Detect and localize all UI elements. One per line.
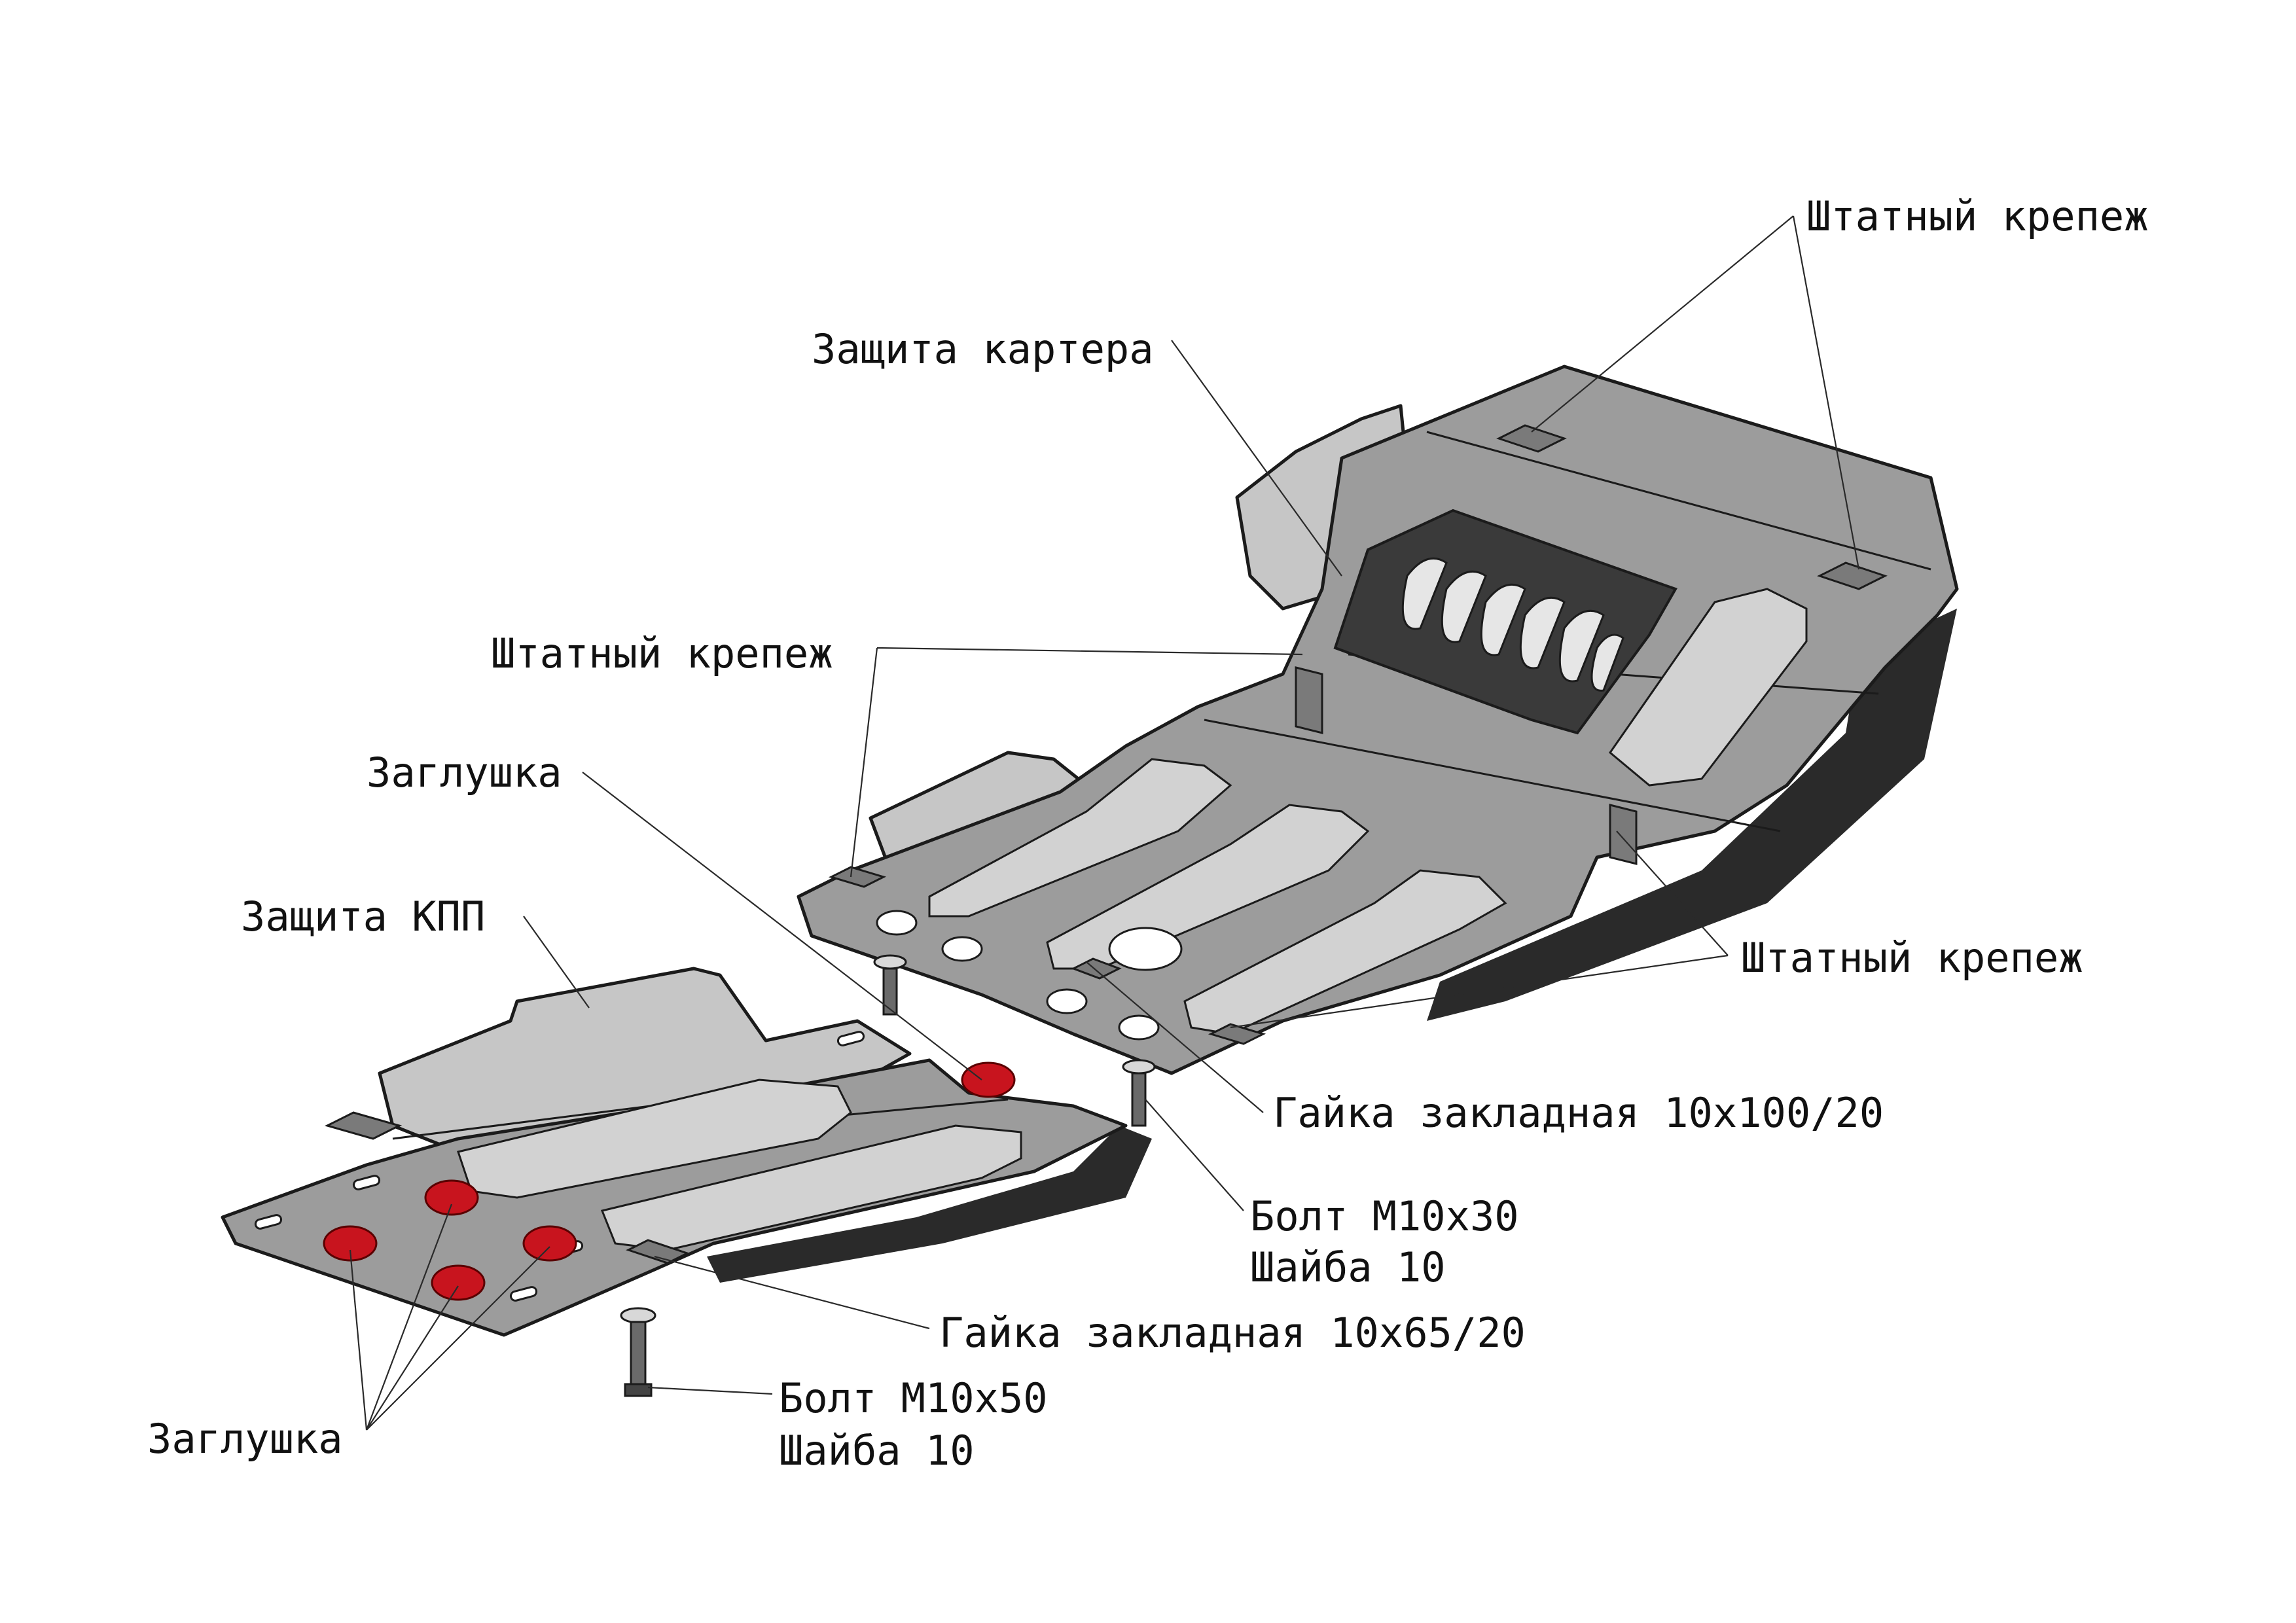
gearbox-guard-bracket xyxy=(626,1239,690,1264)
plug-group xyxy=(323,1061,1016,1301)
leader-kpp xyxy=(523,916,590,1008)
label-shtatny-krepezh-right: Штатный крепеж xyxy=(1741,934,2083,982)
leader-shtatny-right xyxy=(1230,830,1729,1029)
leader-bolt-30 xyxy=(1145,1099,1244,1211)
label-gayka-10x65: Гайка закладная 10х65/20 xyxy=(939,1309,1526,1357)
washer xyxy=(1122,1059,1156,1075)
red-plug xyxy=(961,1061,1016,1098)
mount-bracket xyxy=(828,424,1888,1045)
leader-zaglushka-lower xyxy=(349,1204,550,1431)
crankcase-guard-rib-2 xyxy=(1046,804,1370,970)
fasteners xyxy=(620,954,1156,1397)
leader-shtatny-top xyxy=(1531,215,1860,570)
gearbox-guard-rib-1 xyxy=(457,1079,852,1199)
gearbox-guard-side-shadow xyxy=(707,1126,1152,1283)
crankcase-guard-hole xyxy=(1046,988,1088,1014)
washer xyxy=(620,1307,656,1324)
red-plug xyxy=(431,1264,486,1301)
leader-gayka-100 xyxy=(1086,961,1264,1113)
label-gayka-10x100: Гайка закладная 10х100/20 xyxy=(1273,1089,1884,1137)
label-shayba-10-b: Шайба 10 xyxy=(779,1427,975,1474)
leader-kartera xyxy=(1171,340,1342,577)
label-zashchita-kpp: Защита КПП xyxy=(241,893,486,940)
gearbox-guard xyxy=(221,967,1152,1337)
red-plug xyxy=(424,1179,479,1216)
label-bolt-m10x30: Болт М10х30 xyxy=(1250,1192,1519,1240)
leader-lines xyxy=(349,215,1860,1431)
gearbox-guard-bracket xyxy=(324,1111,403,1140)
crankcase-guard-hole-large xyxy=(1108,927,1183,971)
bolt-m10x30 xyxy=(1131,1072,1147,1127)
label-bolt-m10x50: Болт М10х50 xyxy=(779,1374,1048,1422)
gearbox-guard-rib-2 xyxy=(600,1124,1022,1251)
bolt-m10x30 xyxy=(882,967,898,1016)
crankcase-guard-hole xyxy=(876,910,918,936)
crankcase-guard xyxy=(797,365,1959,1075)
gearbox-guard-slot xyxy=(836,1031,865,1046)
label-shayba-10-a: Шайба 10 xyxy=(1250,1243,1446,1291)
leader-bolt-50 xyxy=(647,1386,773,1395)
vent-slots xyxy=(1401,557,1624,692)
red-plug xyxy=(522,1225,577,1262)
leader-shtatny-mid xyxy=(850,647,1303,878)
crankcase-guard-main-plate xyxy=(797,365,1959,1075)
gearbox-guard-slot xyxy=(509,1286,538,1302)
crankcase-guard-hole xyxy=(941,936,983,962)
label-zaglushka-upper: Заглушка xyxy=(367,749,562,796)
label-zaglushka-lower: Заглушка xyxy=(147,1415,343,1463)
bolt-head xyxy=(624,1383,653,1397)
washer xyxy=(873,954,907,970)
leader-zaglushka-upper xyxy=(582,772,982,1080)
red-plug xyxy=(323,1225,378,1262)
crankcase-guard-rib-3 xyxy=(1183,869,1507,1035)
label-zashchita-kartera: Защита картера xyxy=(812,325,1154,373)
gearbox-guard-slot xyxy=(352,1175,381,1190)
crankcase-guard-rib-1 xyxy=(928,758,1232,918)
leader-gayka-65 xyxy=(654,1255,930,1330)
crankcase-guard-right-rib xyxy=(1608,588,1808,787)
label-shtatny-krepezh-top: Штатный крепеж xyxy=(1806,192,2149,240)
crankcase-guard-hole xyxy=(1118,1014,1160,1041)
label-shtatny-krepezh-mid: Штатный крепеж xyxy=(491,630,833,677)
gearbox-guard-slot xyxy=(254,1214,283,1230)
